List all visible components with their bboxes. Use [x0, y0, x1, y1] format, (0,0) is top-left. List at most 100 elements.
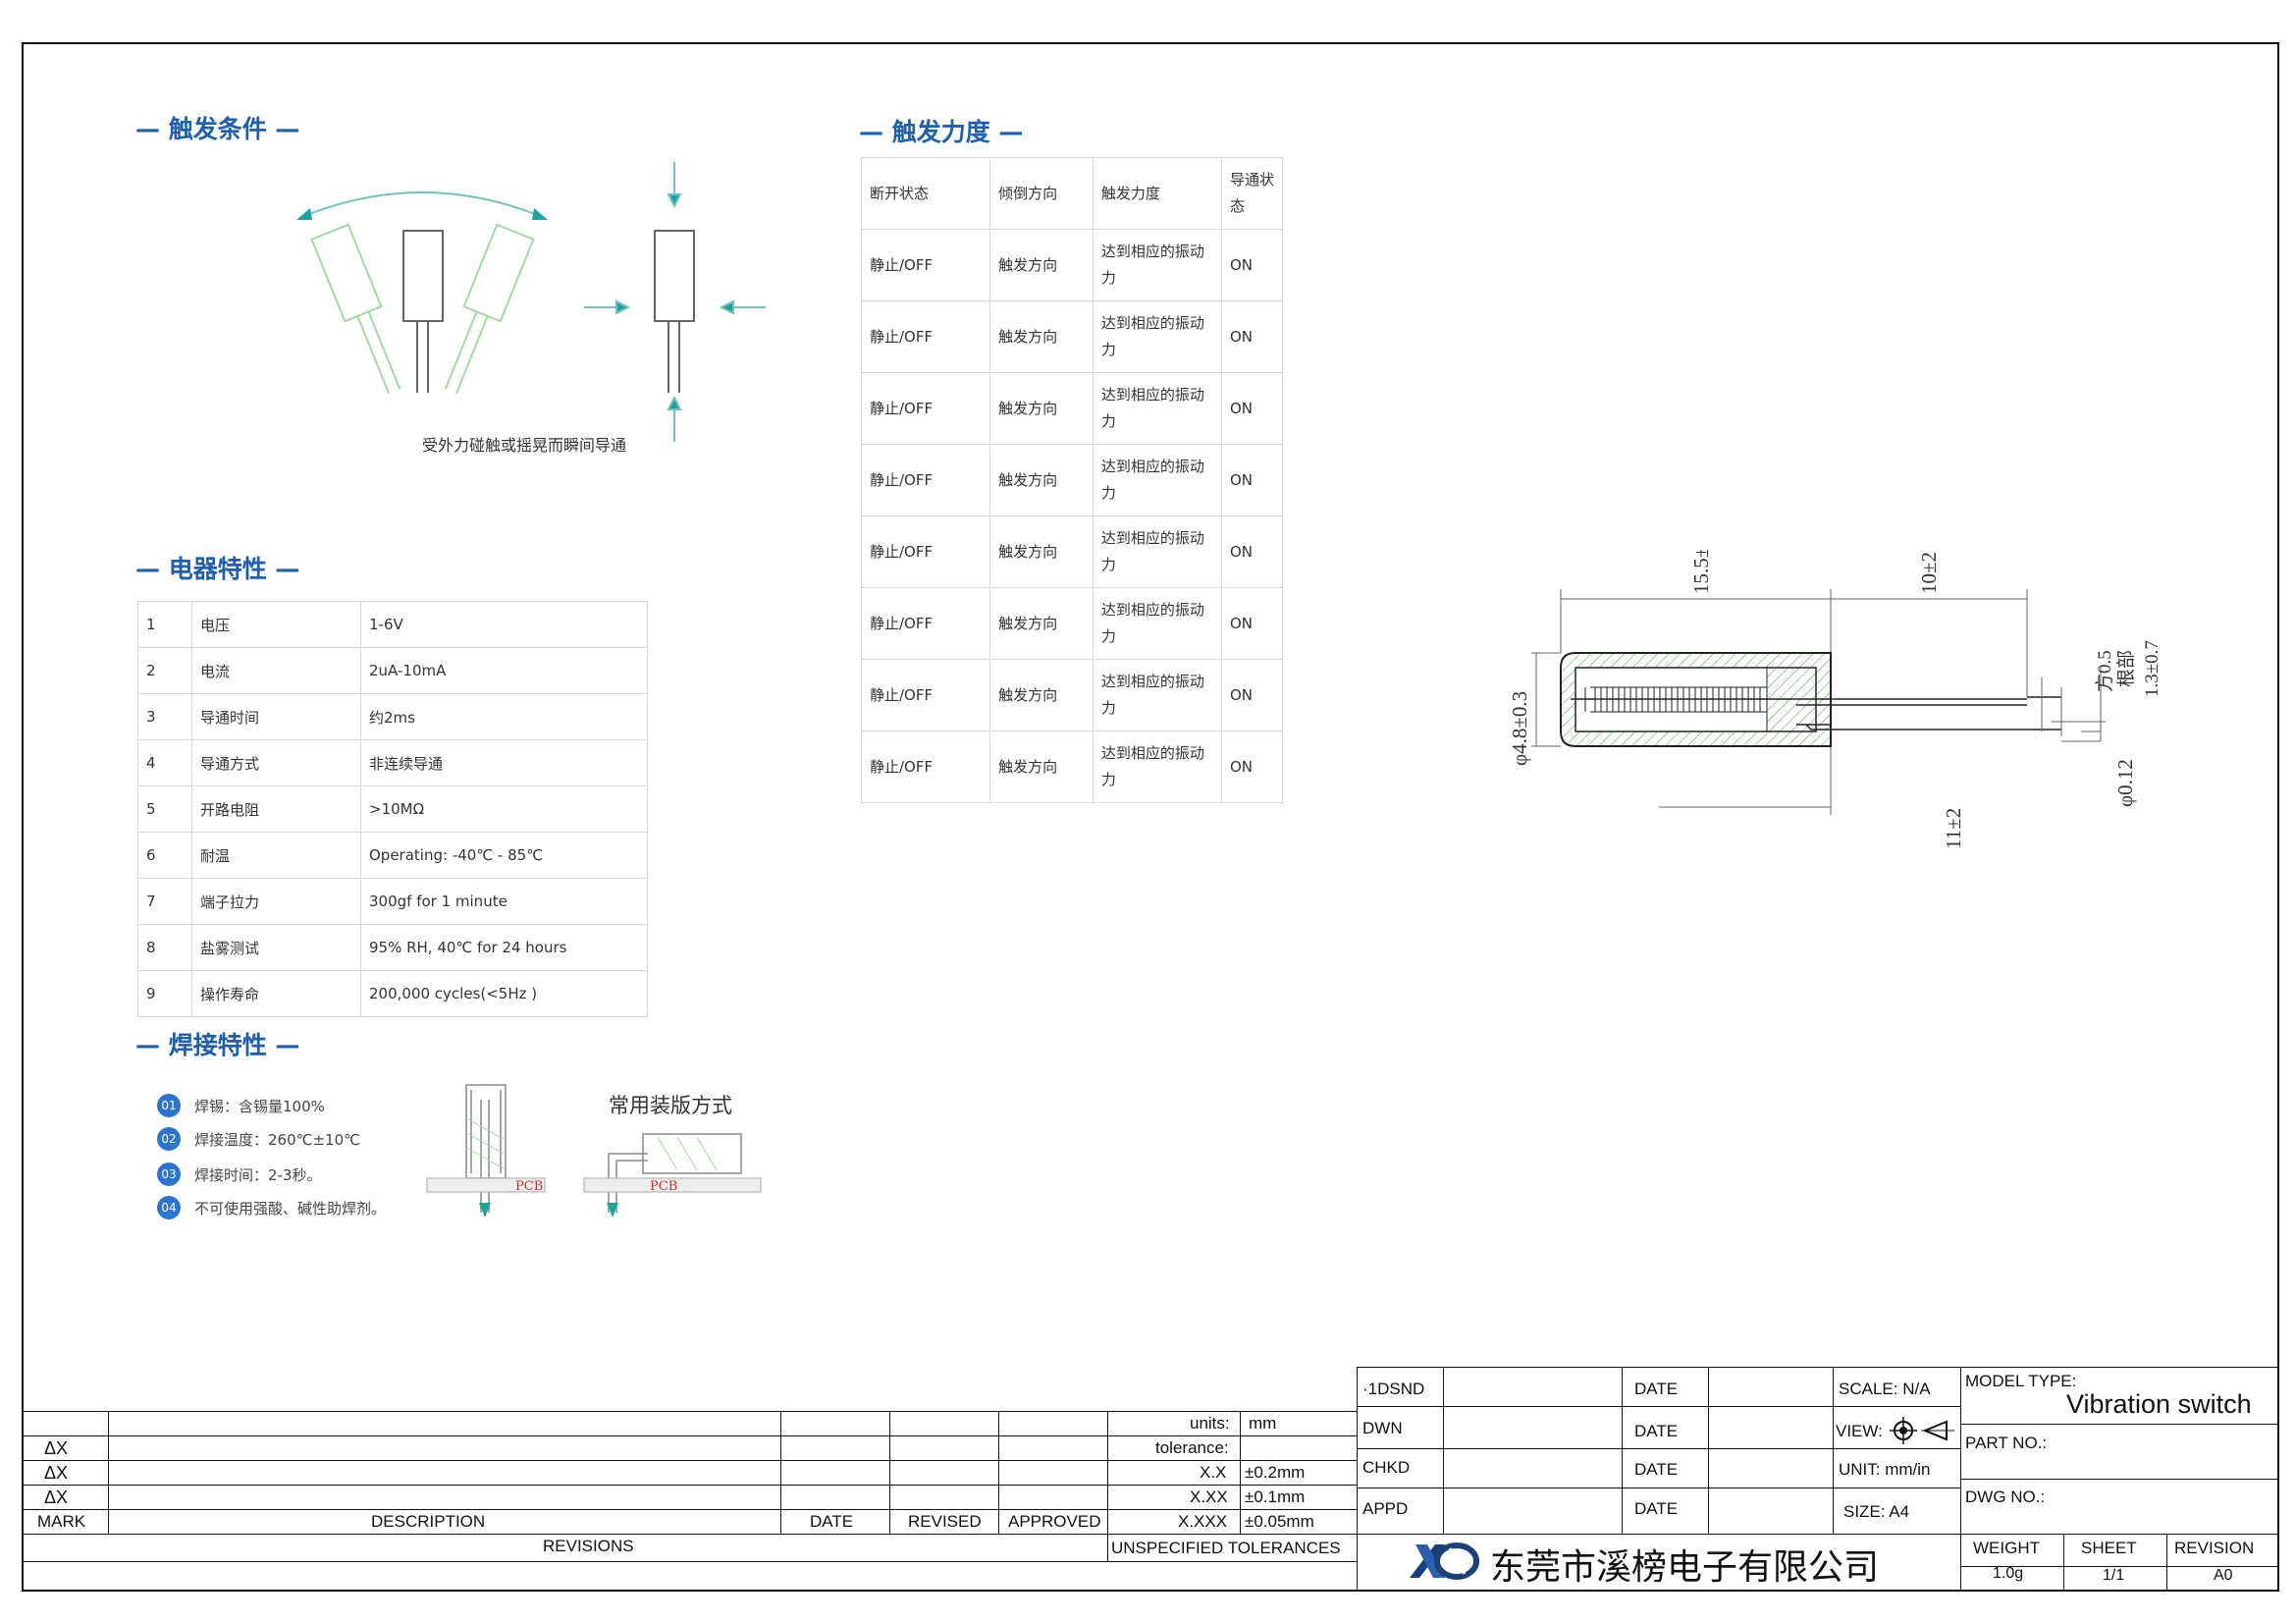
table-cell: 触发方向: [989, 659, 1094, 731]
spec-value: 1-6V: [360, 601, 648, 648]
row-index: 3: [137, 693, 192, 740]
signoff-date-label: DATE: [1634, 1499, 1679, 1518]
unspecified-tolerances: UNSPECIFIED TOLERANCES: [1111, 1539, 1341, 1557]
size-label: SIZE: A4: [1843, 1502, 1910, 1521]
table-cell: ON: [1220, 515, 1284, 588]
signoff-role: ·1DSND: [1362, 1380, 1425, 1398]
divider: [1708, 1367, 1709, 1534]
spec-value: 非连续导通: [360, 739, 648, 786]
description-header: DESCRIPTION: [371, 1512, 486, 1531]
dim-lead-length: 10±2: [1917, 552, 1941, 594]
scale-label: SCALE: N/A: [1839, 1380, 1931, 1398]
table-cell: 静止/OFF: [860, 229, 991, 301]
divider: [22, 1485, 1357, 1486]
table-header-row: 断开状态 倾倒方向 触发力度 导通状态: [860, 157, 1284, 230]
step-badge: 04: [157, 1196, 181, 1219]
row-index: 9: [137, 970, 192, 1017]
table-cell: 静止/OFF: [860, 730, 991, 803]
divider: [1622, 1367, 1623, 1534]
view-label: VIEW:: [1836, 1422, 1883, 1440]
divider: [1357, 1448, 1960, 1449]
step-badge: 03: [157, 1163, 181, 1186]
divider: [1357, 1534, 2279, 1535]
table-cell: ON: [1220, 587, 1284, 660]
dim-root-value: 1.3±0.7: [2142, 640, 2163, 697]
divider: [889, 1411, 890, 1534]
date-header: DATE: [810, 1512, 854, 1531]
signoff-role: CHKD: [1362, 1458, 1411, 1477]
part-no-label: PART NO.:: [1965, 1434, 2048, 1452]
row-index: 4: [137, 739, 192, 786]
mounting-title: 常用装版方式: [609, 1094, 732, 1117]
column-header: 倾倒方向: [989, 157, 1094, 230]
spec-value: 约2ms: [360, 693, 648, 740]
revision-mark: ΔX: [44, 1438, 69, 1458]
sheet-value: 1/1: [2103, 1567, 2125, 1584]
divider: [22, 1534, 1357, 1535]
divider: [1960, 1424, 2279, 1425]
welding-text: 不可使用强酸、碱性助焊剂。: [194, 1199, 387, 1217]
column-header: 断开状态: [860, 157, 991, 230]
spec-value: 95% RH, 40℃ for 24 hours: [360, 924, 648, 971]
table-cell: ON: [1220, 444, 1284, 516]
revision-mark: ΔX: [44, 1488, 69, 1507]
spec-value: 200,000 cycles(<5Hz ): [360, 970, 648, 1017]
signoff-date-label: DATE: [1634, 1380, 1679, 1398]
tolerance-x2-value: ±0.1mm: [1245, 1488, 1306, 1506]
pcb-label: PCB: [515, 1179, 543, 1194]
table-cell: ON: [1220, 659, 1284, 731]
dwg-no-label: DWG NO.:: [1965, 1488, 2046, 1506]
tolerance-label: tolerance:: [1155, 1438, 1229, 1457]
dim-total-length: 15.5±2: [1689, 550, 1713, 594]
spec-label: 导通方式: [191, 739, 361, 786]
dimension-drawing: 15.5±2 10±2 11±2 φ4.8±0.3 φ0.12 方0.5 根部 …: [1508, 550, 2163, 849]
approved-header: APPROVED: [1008, 1512, 1101, 1531]
column-header: 导通状态: [1220, 157, 1284, 230]
tolerance-x2-label: X.XX: [1190, 1488, 1228, 1506]
drawing-frame: [22, 42, 2279, 1592]
spec-label: 盐雾测试: [191, 924, 361, 971]
step-badge: 01: [157, 1094, 181, 1117]
table-cell: 静止/OFF: [860, 659, 991, 731]
divider: [22, 1411, 1357, 1412]
divider: [1357, 1367, 2279, 1368]
spec-label: 电流: [191, 647, 361, 694]
units-label: units:: [1190, 1414, 1230, 1433]
welding-item: 04 不可使用强酸、碱性助焊剂。: [157, 1194, 386, 1221]
units-value: mm: [1249, 1414, 1277, 1433]
company-name: 东莞市溪榜电子有限公司: [1490, 1547, 1880, 1588]
spec-label: 耐温: [191, 832, 361, 879]
section-title-trigger-force: — 触发力度 —: [859, 118, 1024, 146]
mounting-diagram: PCB PCB: [426, 1084, 762, 1217]
spec-label: 端子拉力: [191, 878, 361, 925]
model-type-value: Vibration switch: [2066, 1389, 2252, 1419]
trigger-caption: 受外力碰触或摇晃而瞬间导通: [422, 436, 627, 455]
section-title-welding: — 焊接特性 —: [135, 1031, 300, 1059]
column-header: 触发力度: [1092, 157, 1222, 230]
divider: [22, 1460, 1357, 1461]
divider: [1960, 1479, 2279, 1480]
table-cell: 达到相应的振动力: [1092, 300, 1222, 373]
divider: [108, 1411, 109, 1534]
dim-square: 方0.5: [2094, 650, 2115, 692]
table-cell: 达到相应的振动力: [1092, 587, 1222, 660]
signoff-role: DWN: [1362, 1419, 1403, 1437]
table-cell: ON: [1220, 229, 1284, 301]
row-index: 5: [137, 785, 192, 833]
table-cell: 达到相应的振动力: [1092, 372, 1222, 445]
spec-label: 操作寿命: [191, 970, 361, 1017]
divider: [1960, 1566, 2279, 1567]
dim-lead-diameter: φ0.12: [2113, 759, 2137, 807]
spec-label: 电压: [191, 601, 361, 648]
table-cell: ON: [1220, 730, 1284, 803]
